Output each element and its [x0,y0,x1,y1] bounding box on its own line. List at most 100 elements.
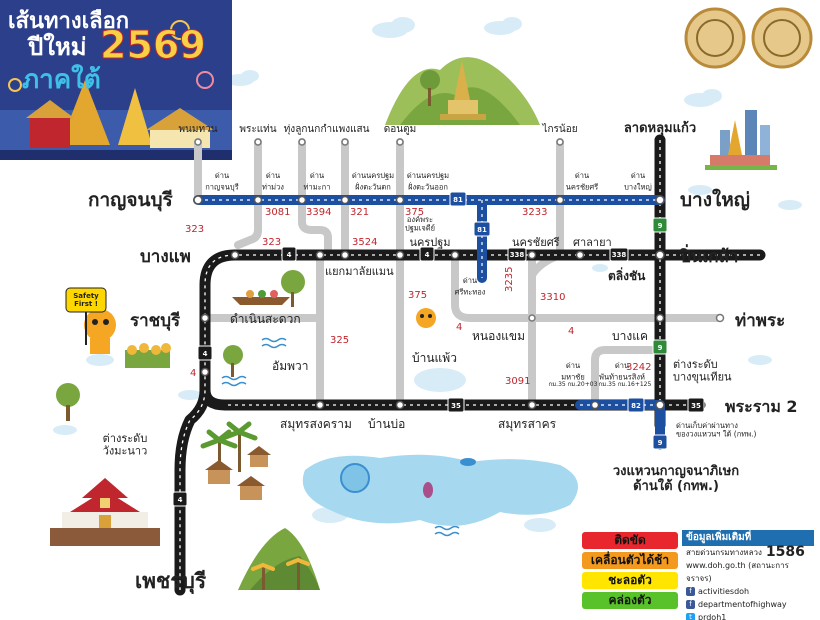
facebook-row[interactable]: f departmentofhighway [682,598,814,611]
route-shield-35-icon: 35 [687,397,705,413]
town-label: ศาลายา [573,236,612,249]
town-label: ดำเนินสะดวก [230,312,301,326]
route-shield-4-icon: 4 [197,345,213,361]
website-row[interactable]: www.doh.go.th (สถานะการจราจร) [682,559,814,585]
route-number: 321 [350,207,369,218]
town-label: บ้านแพ้ว [412,351,457,365]
svg-text:4: 4 [425,251,430,259]
svg-text:35: 35 [691,402,701,410]
city-label: ปิ่นเกล้า [679,244,738,267]
twitter-row[interactable]: t prdoh1 [682,611,814,620]
checkpoint-km: กม.35 กม.20+03 [549,381,598,388]
route-number: 3242 [626,362,651,373]
route-number: 4 [568,326,574,337]
checkpoint-label: ด่านบางใหญ่ [624,171,652,192]
route-number: 3235 [504,267,515,292]
traffic-legend: ติดขัด เคลื่อนตัวได้ช้า ชะลอตัว คล่องตัว [582,532,678,612]
town-label: สมุทรสงคราม [280,417,352,432]
city-label: วงแหวนกาญจนาภิเษกด้านใต้ (กทพ.) [613,464,739,494]
town-label: แยกมาลัยแมน [325,265,394,278]
route-number: 323 [185,224,204,235]
route-shield-82-icon: 82 [627,397,645,413]
checkpoint-label: ด่านพันท้ายนรสิงห์ [599,361,645,382]
checkpoint-label: ด่านท่ามะกา [304,171,331,192]
place-label: พนมทวน [178,124,217,135]
route-shield-4-icon: 4 [419,246,435,262]
checkpoint-label: ด่านนครปฐมฝั่งตะวันตก [352,171,394,192]
checkpoint-label: ด่านนครปฐมฝั่งตะวันออก [407,171,449,192]
seal-logo-icon [751,7,813,69]
city-label: ต่างระดับวังมะนาว [103,432,148,458]
legend-item-smooth: คล่องตัว [582,592,678,609]
route-numbers: 323 323 3081 3394 321 375 3233 3524 3235… [185,207,651,387]
svg-text:4: 4 [178,496,183,504]
route-shield-9-icon: 9 [652,217,668,233]
route-number: 323 [262,237,281,248]
town-labels: นครปฐม นครชัยศรี ศาลายา ตลิ่งชัน บางแค ห… [230,215,648,432]
route-number: 4 [456,322,462,333]
title-line1: เส้นทางเลือก [8,9,129,34]
checkpoint-label: ด่านท่าม่วง [262,171,284,192]
palm-tree-icon [200,421,271,500]
city-label: บางแพ [140,247,191,267]
town-label: หนองแขม [472,329,525,343]
title-year: 2569 [100,23,206,67]
title-line2: ปีใหม่ [27,32,87,61]
route-number: 3233 [522,207,547,218]
header-title: เส้นทางเลือก ปีใหม่ 2569 ภาคใต้ [8,9,206,95]
svg-text:338: 338 [510,251,525,259]
svg-text:9: 9 [658,344,663,352]
checkpoint-label: ด่านศรีทะทอง [455,276,486,297]
legend-item-moderate: ชะลอตัว [582,572,678,589]
place-label: ดอนตูม [384,124,416,135]
secondary-road-nodes [194,138,725,323]
route-shield-4-icon: 4 [281,246,297,262]
city-label: เพชรบุรี [135,569,207,595]
legend-item-jammed: ติดขัด [582,532,678,549]
place-label: กำแพงแสน [321,124,370,135]
lake-illustration [302,454,578,526]
mascot-illustration [65,287,436,354]
route-shield-4-icon: 4 [172,491,188,507]
town-label: สมุทรสาคร [498,417,557,432]
tree-icon [56,270,305,421]
checkpoint-label: ด่านกาญจนบุรี [205,171,238,192]
route-number: 3524 [352,237,377,248]
route-number: 3091 [505,376,530,387]
junction-nodes [193,195,705,450]
legend-item-slow: เคลื่อนตัวได้ช้า [582,552,678,569]
twitter-icon: t [686,613,695,620]
facebook-icon: f [686,587,695,596]
facebook-link[interactable]: departmentofhighway [698,600,787,609]
scenery [0,0,802,590]
city-label: พระราม 2 [725,397,798,416]
route-shield-35-icon: 35 [447,397,465,413]
city-label: กาญจนบุรี [88,189,174,212]
website-link[interactable]: www.doh.go.th (สถานะการจราจร) [686,561,789,583]
facebook-row[interactable]: f activitiesdoh [682,585,814,598]
hotline-label: สายด่วนกรมทางหลวง [686,548,762,557]
secondary-roads [194,138,724,404]
hotline-number[interactable]: 1586 [765,544,805,560]
svg-text:9: 9 [658,439,663,447]
twitter-link[interactable]: prdoh1 [698,613,727,620]
svg-text:35: 35 [451,402,461,410]
route-number: 375 [405,207,424,218]
flower-field [125,343,171,368]
route-number: 325 [330,335,349,346]
place-label: ทุ่งลูกนก [284,124,321,135]
boat-icon [232,290,290,305]
facebook-link[interactable]: activitiesdoh [698,587,750,596]
checkpoint-label: ด่านมหาชัย [561,361,585,382]
info-box: ข้อมูลเพิ่มเติมที่ สายด่วนกรมทางหลวง 158… [682,530,814,620]
route-number: 3081 [265,207,290,218]
motorway-center [198,199,660,406]
town-label: องค์พระปฐมเจดีย์ [405,215,435,233]
mountain-temple-illustration [385,57,540,126]
route-number: 3310 [540,292,565,303]
mountain-illustration [238,528,320,590]
route-number: 3394 [306,207,331,218]
svg-text:9: 9 [658,222,663,230]
city-label: บางใหญ่ [680,188,750,211]
